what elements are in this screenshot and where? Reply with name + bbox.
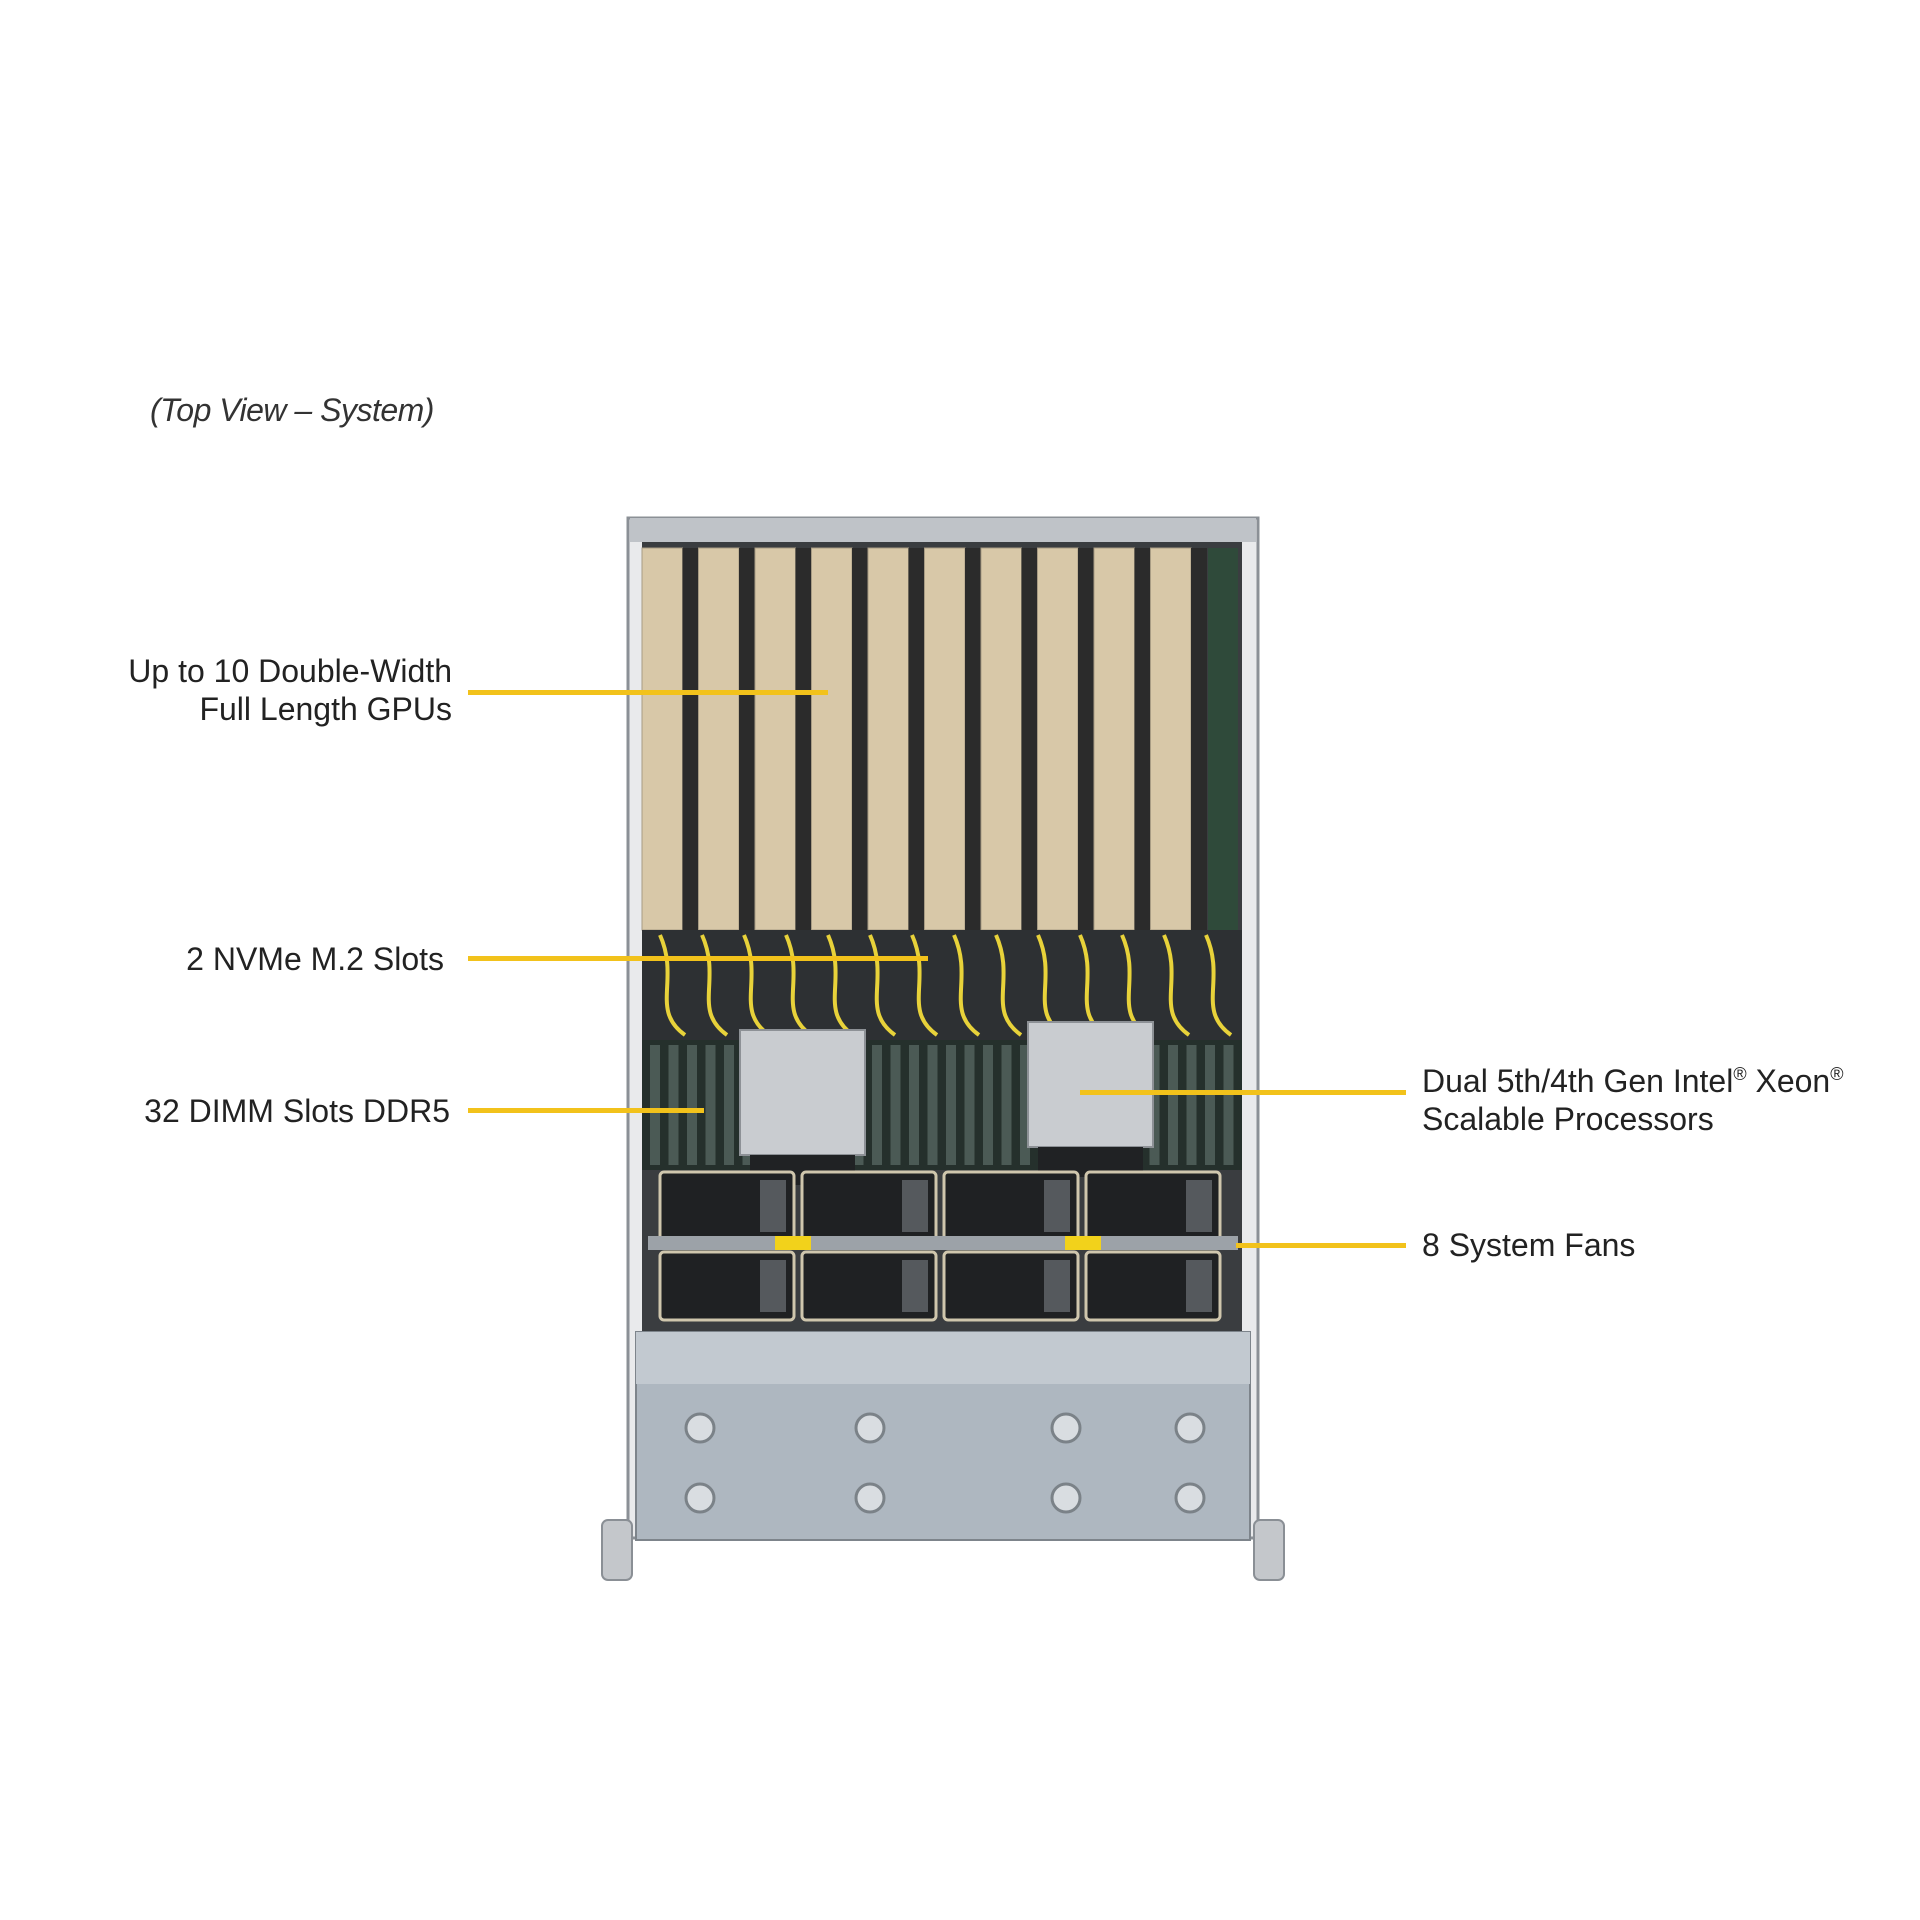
rear-io-edge	[630, 518, 1256, 542]
warning-label	[775, 1236, 811, 1250]
dimm-slot	[1020, 1045, 1030, 1165]
gpu-card	[698, 547, 740, 931]
power-cable	[1204, 934, 1233, 1037]
gpu-card	[867, 547, 909, 931]
registered-mark-2: ®	[1830, 1064, 1844, 1084]
dimm-slot	[1168, 1045, 1178, 1165]
power-cable	[742, 934, 771, 1037]
power-cable	[700, 934, 729, 1037]
gpu-card	[1150, 547, 1192, 931]
gpu-card-shroud	[795, 548, 812, 930]
thumb-screw	[1050, 1482, 1082, 1514]
dimm-slot	[890, 1045, 901, 1165]
callout-fans-line1: 8 System Fans	[1422, 1227, 1636, 1263]
thumb-screw	[1050, 1412, 1082, 1444]
thumb-screw	[684, 1412, 716, 1444]
dimm-slot	[1001, 1045, 1012, 1165]
fan-grill	[760, 1180, 786, 1232]
leader-fans	[1236, 1243, 1406, 1248]
power-cable	[784, 934, 813, 1037]
dimm-slot	[927, 1045, 938, 1165]
gpu-card-shroud	[1021, 548, 1038, 930]
dimm-slot	[964, 1045, 975, 1165]
rack-handle-left	[601, 1519, 633, 1581]
callout-processors: Dual 5th/4th Gen Intel® Xeon® Scalable P…	[1422, 1055, 1843, 1138]
gpu-card-shroud	[739, 548, 755, 930]
fan-rail	[648, 1236, 1238, 1250]
callout-nvme: 2 NVMe M.2 Slots	[186, 940, 444, 978]
gpu-card-shroud	[965, 548, 981, 930]
dimm-slot	[1186, 1045, 1197, 1165]
thumb-screw	[684, 1482, 716, 1514]
power-cable	[826, 934, 855, 1037]
gpu-card-shroud	[1078, 548, 1094, 930]
thumb-screw	[854, 1412, 886, 1444]
power-cable	[910, 934, 939, 1037]
dimm-slot	[687, 1045, 697, 1165]
thumb-screw	[854, 1482, 886, 1514]
thumb-screw	[1174, 1482, 1206, 1514]
callout-processors-line1b: Xeon	[1746, 1063, 1831, 1099]
fan-grill	[1186, 1260, 1212, 1312]
callout-gpus: Up to 10 Double-Width Full Length GPUs	[128, 652, 452, 728]
gpu-card	[924, 547, 966, 931]
gpu-card	[1093, 547, 1135, 931]
rack-handle-right	[1253, 1519, 1285, 1581]
fan-grill	[1186, 1180, 1212, 1232]
gpu-card-shroud	[852, 548, 868, 930]
dimm-slot	[946, 1045, 956, 1165]
callout-nvme-line1: 2 NVMe M.2 Slots	[186, 941, 444, 977]
registered-mark-1: ®	[1733, 1064, 1747, 1084]
riser-board	[1208, 548, 1238, 930]
callout-processors-line2: Scalable Processors	[1422, 1101, 1714, 1137]
dimm-slot	[705, 1045, 716, 1165]
dimm-slot	[1223, 1045, 1234, 1165]
callout-fans: 8 System Fans	[1422, 1226, 1635, 1264]
callout-processors-line1a: Dual 5th/4th Gen Intel	[1422, 1063, 1734, 1099]
fan-grill	[902, 1180, 928, 1232]
gpu-card	[980, 547, 1022, 931]
cpu-heatsink	[739, 1029, 866, 1156]
fan-grill	[1044, 1180, 1070, 1232]
power-cable	[658, 934, 687, 1037]
gpu-card-shroud	[1191, 548, 1207, 930]
leader-dimm	[468, 1108, 704, 1113]
dimm-slot	[983, 1045, 993, 1165]
fan-grill	[902, 1260, 928, 1312]
power-cable	[952, 934, 981, 1037]
gpu-card-shroud	[908, 548, 925, 930]
gpu-card	[641, 547, 683, 931]
leader-processors	[1080, 1090, 1406, 1095]
front-bezel-top	[636, 1332, 1250, 1384]
gpu-card	[1037, 547, 1079, 931]
leader-gpus	[468, 690, 828, 695]
dimm-slot	[724, 1045, 734, 1165]
gpu-card	[754, 547, 796, 931]
fan-grill	[760, 1260, 786, 1312]
callout-dimm-line1: 32 DIMM Slots DDR5	[144, 1093, 450, 1129]
cpu-heatsink	[1027, 1021, 1154, 1148]
callout-gpus-line2: Full Length GPUs	[199, 691, 452, 727]
dimm-slot	[650, 1045, 660, 1165]
gpu-card	[811, 547, 853, 931]
power-cable	[868, 934, 897, 1037]
thumb-screw	[1174, 1412, 1206, 1444]
dimm-slot	[872, 1045, 882, 1165]
dimm-slot	[668, 1045, 679, 1165]
dimm-slot	[1205, 1045, 1215, 1165]
warning-label	[1065, 1236, 1101, 1250]
dimm-slot	[1149, 1045, 1160, 1165]
leader-nvme	[468, 956, 928, 961]
power-cable	[1162, 934, 1191, 1037]
gpu-card-shroud	[682, 548, 699, 930]
callout-dimm: 32 DIMM Slots DDR5	[144, 1092, 450, 1130]
dimm-slot	[909, 1045, 919, 1165]
power-cable	[994, 934, 1023, 1037]
fan-grill	[1044, 1260, 1070, 1312]
callout-processors-line1: Dual 5th/4th Gen Intel® Xeon®	[1422, 1055, 1843, 1100]
view-caption: (Top View – System)	[150, 392, 434, 428]
callout-gpus-line1: Up to 10 Double-Width	[128, 653, 452, 689]
gpu-card-shroud	[1134, 548, 1151, 930]
